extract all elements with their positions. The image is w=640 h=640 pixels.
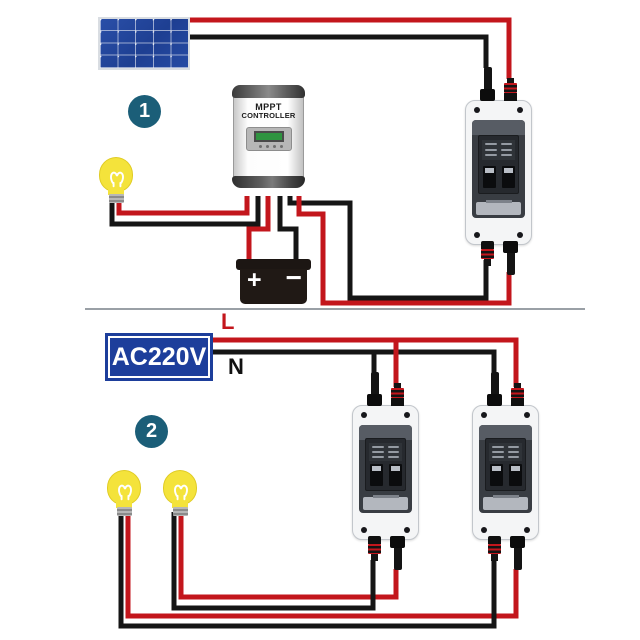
- wire-neutral: [213, 349, 497, 390]
- screw-icon: [404, 527, 410, 533]
- screw-icon: [524, 527, 530, 533]
- light-bulb-icon: [163, 470, 197, 516]
- mc4-connector-icon: [503, 78, 518, 101]
- bulb-filament-icon: [174, 484, 188, 501]
- breaker-lid: [476, 202, 521, 215]
- screw-icon: [474, 107, 480, 113]
- section-divider: [85, 308, 585, 310]
- section2-badge: 2: [135, 415, 168, 448]
- breaker-lid: [483, 497, 528, 510]
- breaker-box-icon: [465, 67, 532, 275]
- wire-battery-positive: [246, 196, 271, 263]
- solar-panel-icon: [98, 17, 190, 70]
- wire-lamp1-neutral: [118, 512, 497, 629]
- screw-icon: [361, 527, 367, 533]
- breaker-label: [368, 442, 403, 462]
- battery-positive-label: +: [247, 266, 262, 294]
- mc4-connector-icon: [367, 372, 382, 406]
- mc4-connector-icon: [390, 536, 405, 570]
- controller-label: MPPT CONTROLLER: [241, 102, 296, 121]
- mc4-connector-icon: [510, 536, 525, 570]
- breaker-box-icon: [472, 372, 539, 570]
- wire-lamp2-neutral: [171, 512, 376, 611]
- wire-lamp1-live: [125, 512, 519, 619]
- bulb-base: [116, 507, 132, 516]
- mc4-connector-icon: [390, 383, 405, 406]
- live-line-label: L: [221, 309, 235, 334]
- mc4-connector-icon: [487, 372, 502, 406]
- screw-icon: [361, 412, 367, 418]
- din-breaker: [364, 438, 407, 492]
- mc4-connector-icon: [510, 383, 525, 406]
- controller-buttons-icon: [259, 145, 262, 148]
- bulb-filament-icon: [118, 484, 132, 501]
- screw-icon: [404, 412, 410, 418]
- breaker-window: [479, 425, 532, 513]
- breaker-box-icon: [352, 372, 419, 570]
- breaker-window: [359, 425, 412, 513]
- din-breaker: [477, 134, 520, 194]
- screw-icon: [517, 107, 523, 113]
- wire-lamp2-live: [178, 512, 399, 600]
- screw-icon: [524, 412, 530, 418]
- lcd-screen-icon: [254, 131, 284, 142]
- section1-badge: 1: [128, 95, 161, 128]
- battery-icon: + −: [236, 259, 311, 304]
- breaker-label: [481, 139, 516, 161]
- breaker-switch-icon: [501, 165, 515, 188]
- breaker-switch-icon: [508, 464, 522, 487]
- controller-display: [246, 127, 292, 151]
- light-bulb-icon: [99, 157, 133, 203]
- bulb-base: [108, 194, 124, 203]
- mc4-connector-icon: [480, 67, 495, 101]
- breaker-switch-icon: [489, 464, 503, 487]
- mppt-controller-icon: MPPT CONTROLLER: [232, 85, 305, 201]
- screw-icon: [481, 412, 487, 418]
- battery-negative-label: −: [285, 262, 302, 293]
- ac-source-label: AC220V: [105, 333, 213, 381]
- breaker-lid: [363, 497, 408, 510]
- neutral-line-label: N: [228, 354, 244, 379]
- light-bulb-icon: [107, 470, 141, 516]
- wire-pv-negative: [190, 34, 489, 68]
- wire-battery-negative: [277, 196, 299, 263]
- screw-icon: [517, 232, 523, 238]
- bulb-globe: [99, 157, 133, 192]
- wire-pv-positive: [190, 17, 512, 79]
- mc4-connector-icon: [503, 241, 518, 275]
- breaker-switch-icon: [388, 464, 402, 487]
- wire-breaker1-negative: [287, 196, 489, 301]
- wire-breaker1-positive: [296, 196, 512, 306]
- mc4-connector-icon: [487, 536, 502, 561]
- mc4-connector-icon: [367, 536, 382, 561]
- breaker-switch-icon: [482, 165, 496, 188]
- wire-load-positive: [116, 196, 250, 216]
- wire-live: [213, 337, 519, 387]
- bulb-base: [172, 507, 188, 516]
- mc4-connector-icon: [480, 241, 495, 266]
- screw-icon: [481, 527, 487, 533]
- din-breaker: [484, 438, 527, 492]
- wire-load-negative: [109, 196, 261, 227]
- breaker-label: [488, 442, 523, 462]
- breaker-switch-icon: [369, 464, 383, 487]
- bulb-filament-icon: [110, 171, 124, 188]
- breaker-window: [472, 120, 525, 218]
- screw-icon: [474, 232, 480, 238]
